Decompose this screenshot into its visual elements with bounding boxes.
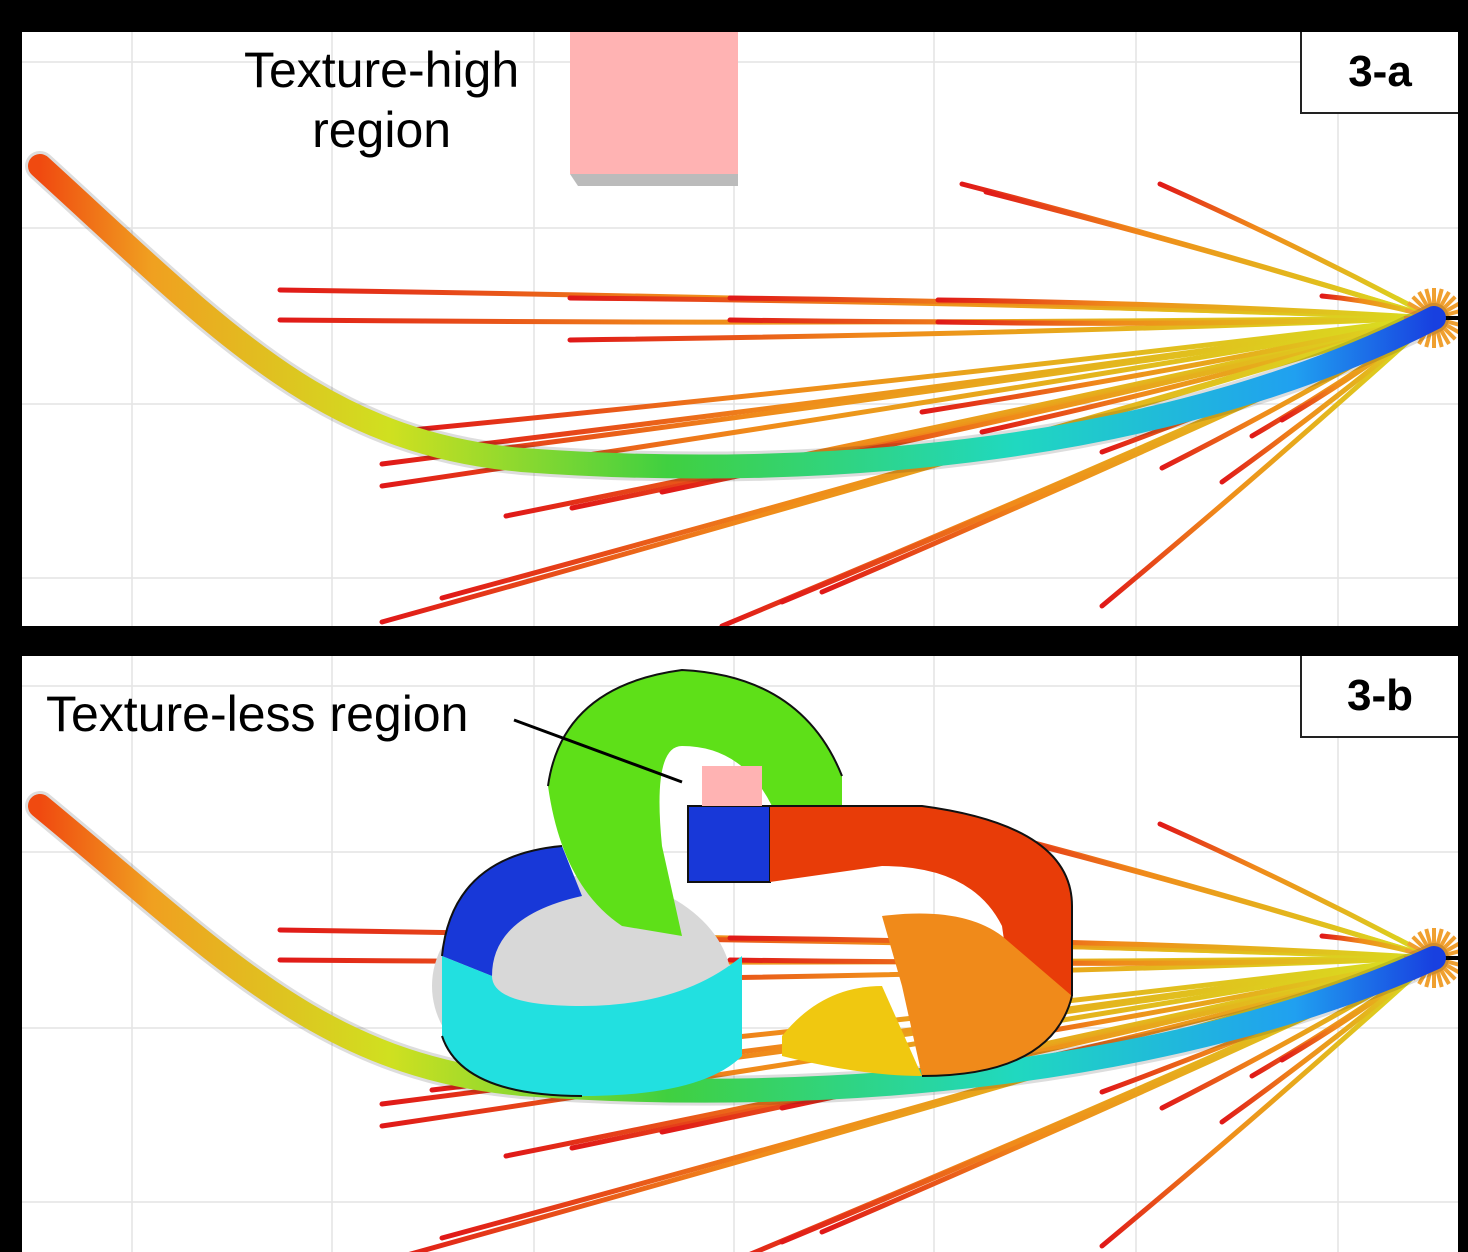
branch-6: [935, 297, 1437, 321]
panel-tag-3b: 3-b: [1300, 656, 1458, 738]
texture-box-shadow: [570, 174, 738, 186]
branch-20: [919, 315, 1437, 415]
knot-blue-block: [687, 805, 771, 883]
texture-high-label: Texture-high region: [244, 40, 519, 160]
ring-right-yellow: [782, 986, 922, 1076]
scene-3a: [22, 32, 1458, 626]
texture-less-label: Texture-less region: [46, 686, 469, 742]
branch-15: [429, 315, 1437, 453]
panel-3a: Texture-high region 3-a: [22, 32, 1458, 626]
main-path-tube-a: [28, 154, 1446, 479]
texture-high-label-line2: region: [312, 102, 452, 158]
branch-31: [1099, 315, 1437, 609]
branch-fan-a: [277, 181, 1437, 626]
texture-high-label-line1: Texture-high: [244, 42, 520, 98]
panel-3b: Texture-less region 3-b: [22, 656, 1458, 1252]
branch-10: [1157, 821, 1437, 961]
texture-high-box: [570, 32, 738, 174]
knot-obstacle: [432, 668, 1073, 1097]
panel-tag-3a: 3-a: [1300, 32, 1458, 114]
ring-left-cyan: [442, 956, 742, 1096]
branch-7: [935, 315, 1437, 326]
branch-9: [983, 189, 1437, 321]
ring-right-orange: [882, 913, 1072, 1076]
knot-edges: [441, 668, 1073, 1097]
ring-right-red: [770, 806, 1072, 996]
branch-14: [409, 315, 1437, 433]
branch-31: [1099, 955, 1437, 1249]
scene-3b: [22, 656, 1458, 1252]
ring-top-green: [548, 670, 842, 936]
texture-less-region-marker: [702, 766, 762, 806]
label-leader-line: [513, 718, 683, 784]
branch-9: [983, 829, 1437, 961]
branch-10: [1157, 181, 1437, 321]
